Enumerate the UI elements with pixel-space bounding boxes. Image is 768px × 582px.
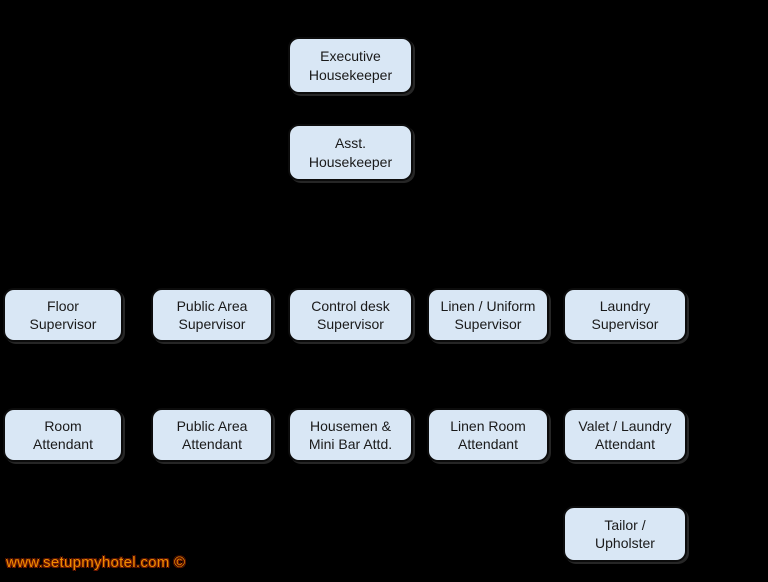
org-node-label: Housemen & Mini Bar Attd. (308, 417, 393, 452)
org-node-label: Linen / Uniform Supervisor (440, 297, 536, 332)
org-node-tailor-upholster: Tailor / Upholster (563, 506, 687, 562)
org-node-label: Laundry Supervisor (591, 297, 659, 332)
org-node-label: Public Area Attendant (176, 417, 248, 452)
org-node-label: Control desk Supervisor (311, 297, 390, 332)
org-node-control-desk-supervisor: Control desk Supervisor (288, 288, 413, 342)
org-node-floor-supervisor: Floor Supervisor (3, 288, 123, 342)
org-node-label: Executive Housekeeper (308, 48, 393, 83)
org-node-label: Tailor / Upholster (595, 516, 655, 551)
org-node-asst-housekeeper: Asst. Housekeeper (288, 124, 413, 181)
watermark-text: www.setupmyhotel.com © (6, 554, 186, 571)
org-node-public-area-attendant: Public Area Attendant (151, 408, 273, 462)
org-node-executive-housekeeper: Executive Housekeeper (288, 37, 413, 94)
org-node-laundry-supervisor: Laundry Supervisor (563, 288, 687, 342)
org-node-linen-room-attendant: Linen Room Attendant (427, 408, 549, 462)
org-node-label: Asst. Housekeeper (308, 135, 393, 170)
org-node-room-attendant: Room Attendant (3, 408, 123, 462)
org-node-label: Public Area Supervisor (176, 297, 248, 332)
org-node-label: Room Attendant (33, 417, 93, 452)
org-node-public-area-supervisor: Public Area Supervisor (151, 288, 273, 342)
org-node-linen-uniform-supervisor: Linen / Uniform Supervisor (427, 288, 549, 342)
org-node-housemen-minibar-attd: Housemen & Mini Bar Attd. (288, 408, 413, 462)
org-node-label: Floor Supervisor (29, 297, 97, 332)
org-node-label: Linen Room Attendant (450, 417, 526, 452)
org-node-valet-laundry-attendant: Valet / Laundry Attendant (563, 408, 687, 462)
org-node-label: Valet / Laundry Attendant (578, 417, 672, 452)
